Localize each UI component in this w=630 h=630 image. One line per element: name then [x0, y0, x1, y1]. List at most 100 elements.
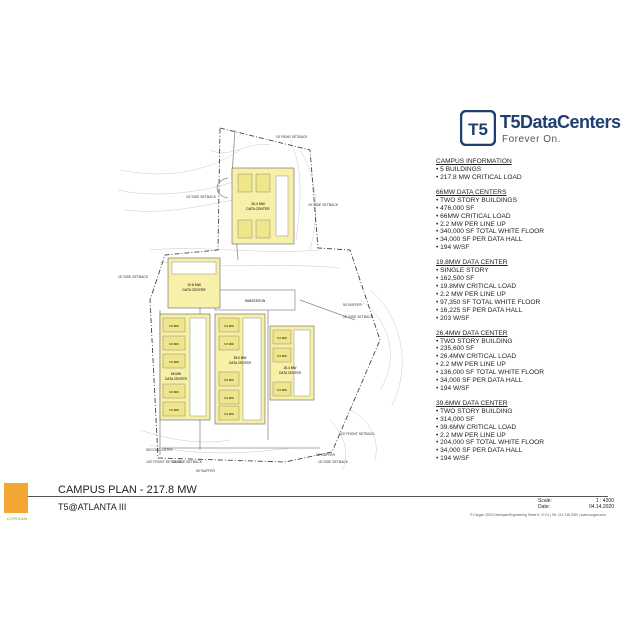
note-block: 39.6MW DATA CENTER• TWO STORY BUILDING• …	[436, 400, 616, 463]
building-west-small: 19.8 MW DATA CENTER	[167, 257, 221, 309]
scale-value: 1 : 4200	[595, 498, 614, 504]
note-line: • 66MW CRITICAL LOAD	[436, 212, 511, 220]
note-title: 26.4MW DATA CENTER	[436, 329, 508, 337]
buffer-label: 50' BUFFER	[343, 303, 362, 307]
note-line: • 204,000 SF TOTAL WHITE FLOOR	[436, 439, 544, 447]
note-line: • TWO STORY BUILDING	[436, 337, 513, 345]
buffer-label: 50' BUFFER	[316, 453, 335, 457]
note-line: • 2.2 MW PER LINE UP	[436, 290, 506, 298]
building-label-line-2: DATA CENTER	[229, 361, 252, 365]
hall-label: 6.6 MW	[277, 388, 287, 392]
note-line: • 235,600 SF	[436, 345, 475, 353]
data-hall	[218, 371, 240, 387]
note-line: • 19.8MW CRITICAL LOAD	[436, 282, 517, 290]
note-line: • 194 W/SF	[436, 384, 470, 392]
data-hall	[237, 219, 253, 239]
front-setback-label: 100' FRONT SETBACK	[146, 460, 182, 464]
building-label-line-1: 26.4 MW	[251, 202, 265, 206]
side-setback-label: 15' SIDE SETBACK	[186, 195, 217, 199]
data-hall	[162, 317, 186, 333]
note-line: • 194 W/SF	[436, 244, 470, 252]
note-line: • 5 BUILDINGS	[436, 166, 482, 173]
note-line: • 16,225 SF PER DATA HALL	[436, 306, 523, 314]
building-label-line-1: 19.8 MW	[187, 283, 201, 287]
building-central: 6.6 MW 6.6 MW 6.6 MW 6.6 MW 6.6 MW 39.6 …	[214, 313, 266, 425]
data-hall	[272, 347, 292, 363]
note-line: • 26.4MW CRITICAL LOAD	[436, 353, 517, 361]
note-line: • SINGLE STORY	[436, 267, 489, 275]
hall-label: 6.6 MW	[224, 412, 234, 416]
building-label-line-2: DATA CENTER	[246, 207, 270, 211]
campus-notes: CAMPUS INFORMATION• 5 BUILDINGS• 217.8 M…	[436, 158, 616, 470]
hall-label: 6.6 MW	[169, 390, 179, 394]
building-north: 26.4 MW DATA CENTER	[231, 167, 295, 245]
data-hall	[255, 173, 271, 193]
note-line: • 194 W/SF	[436, 455, 470, 463]
note-line: • 2.2 MW PER LINE UP	[436, 220, 506, 228]
date-label: Date:	[538, 503, 550, 510]
t5-mark-icon: T5	[460, 110, 496, 146]
hall-label: 6.6 MW	[224, 342, 234, 346]
building-label-line-2: DATA CENTER	[182, 288, 206, 292]
note-line: • 217.8 MW CRITICAL LOAD	[436, 173, 522, 181]
data-hall	[272, 329, 292, 345]
side-setback-label: 15' SIDE SETBACK	[318, 460, 349, 464]
data-hall	[162, 335, 186, 351]
data-hall	[255, 219, 271, 239]
substation-label: SUBSTATION	[245, 299, 266, 303]
data-hall	[237, 173, 253, 193]
hall-label: 6.6 MW	[224, 378, 234, 382]
building-label-line-1: 39.6 MW	[234, 356, 247, 360]
data-hall	[218, 335, 240, 351]
note-block: 26.4MW DATA CENTER• TWO STORY BUILDING• …	[436, 330, 616, 393]
note-line: • 2.2 MW PER LINE UP	[436, 361, 506, 369]
note-line: • 162,500 SF	[436, 275, 475, 283]
data-hall	[162, 401, 186, 417]
scale-block: Scale:1 : 4200 Date:04.14.2020	[538, 498, 614, 511]
hall-label: 6.6 MW	[169, 342, 179, 346]
title-divider	[28, 496, 608, 497]
note-line: • 97,350 SF TOTAL WHITE FLOOR	[436, 298, 541, 306]
hall-label: 6.6 MW	[169, 360, 179, 364]
side-setback-label: 15' SIDE SETBACK	[172, 460, 203, 464]
hall-label: 6.6 MW	[224, 324, 234, 328]
hall-label: 6.6 MW	[277, 336, 287, 340]
hall-label: 6.6 MW	[224, 396, 234, 400]
firm-logo: CORGAN	[4, 483, 28, 521]
note-block: 66MW DATA CENTERS• TWO STORY BUILDINGS• …	[436, 189, 616, 252]
note-line: • 34,000 SF PER DATA HALL	[436, 236, 523, 244]
note-title: CAMPUS INFORMATION	[436, 158, 512, 165]
building-label-line-1: 26.4 MW	[284, 366, 297, 370]
note-block: 19.8MW DATA CENTER• SINGLE STORY• 162,50…	[436, 259, 616, 322]
note-line: • 39.6MW CRITICAL LOAD	[436, 423, 517, 431]
property-boundary	[149, 127, 381, 463]
note-line: • 476,000 SF	[436, 204, 475, 212]
building-label-line-2: DATA CENTER	[165, 377, 188, 381]
buffer-label: 50' BUFFER	[196, 469, 215, 473]
data-hall	[218, 317, 240, 333]
note-title: 19.8MW DATA CENTER	[436, 259, 508, 267]
data-hall	[218, 405, 240, 421]
building-west-main: 6.6 MW 6.6 MW 6.6 MW 6.6 MW 6.6 MW 66 MW…	[159, 313, 211, 421]
plan-title: CAMPUS PLAN - 217.8 MW	[58, 484, 197, 496]
note-block: CAMPUS INFORMATION• 5 BUILDINGS• 217.8 M…	[436, 158, 616, 182]
firm-logo-text: CORGAN	[7, 516, 28, 521]
data-hall	[272, 381, 292, 397]
note-line: • 2.2 MW PER LINE UP	[436, 431, 506, 439]
side-setback-label: 15' SIDE SETBACK	[118, 275, 149, 279]
data-hall	[162, 353, 186, 369]
building-label-line-1: 66 MW	[171, 372, 181, 376]
second-entry-label: SECOND ENTRY	[146, 448, 174, 452]
building-label-line-2: DATA CENTER	[279, 371, 302, 375]
note-line: • TWO STORY BUILDINGS	[436, 196, 517, 204]
credit-line: © Corgan 2020 Developer/Engineering Shee…	[470, 513, 606, 517]
date-value: 04.14.2020	[588, 503, 614, 510]
note-line: • 203 W/SF	[436, 314, 470, 322]
logo-tagline: Forever On.	[502, 134, 561, 145]
note-title: 39.6MW DATA CENTER	[436, 399, 508, 407]
note-line: • 136,000 SF TOTAL WHITE FLOOR	[436, 369, 544, 377]
rear-setback-label: 15' REAR SETBACK	[276, 135, 308, 139]
note-line: • 314,000 SF	[436, 415, 475, 423]
note-line: • 34,000 SF PER DATA HALL	[436, 447, 523, 455]
